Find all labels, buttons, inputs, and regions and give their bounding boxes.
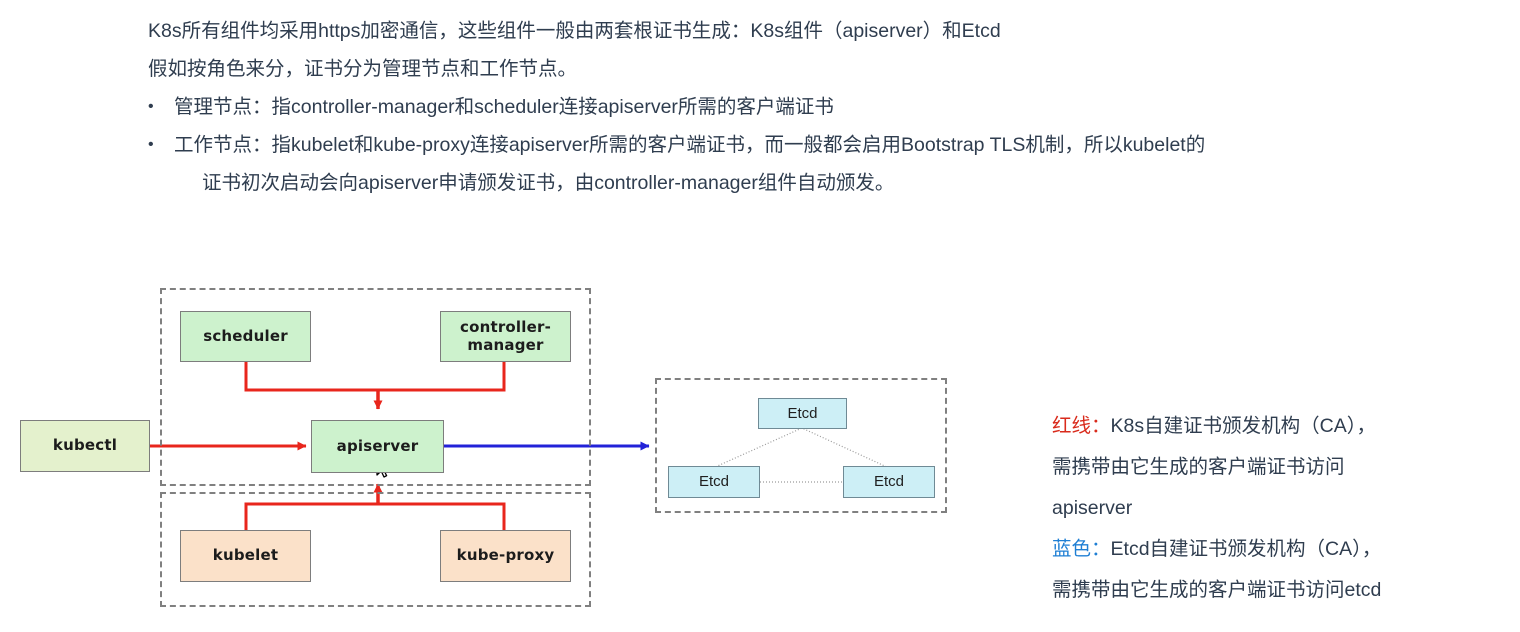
legend-red-label: 红线：	[1052, 415, 1111, 437]
node-controller-manager[interactable]: controller- manager	[440, 311, 571, 362]
group-box-etcd-cluster	[655, 378, 947, 513]
group-box-worker-node	[160, 492, 591, 607]
node-scheduler[interactable]: scheduler	[180, 311, 311, 362]
bullet-item-worker-node: • 工作节点：指kubelet和kube-proxy连接apiserver所需的…	[148, 126, 1488, 202]
node-controller-manager-label-line1: controller-	[459, 317, 552, 336]
legend-row-blue: 蓝色：Etcd自建证书颁发机构（CA），	[1052, 529, 1502, 570]
paragraph-1: K8s所有组件均采用https加密通信，这些组件一般由两套根证书生成：K8s组件…	[148, 20, 1001, 42]
bullet-marker-icon: •	[148, 98, 154, 115]
node-controller-manager-label-line2: manager	[467, 335, 544, 354]
node-etcd-top[interactable]: Etcd	[758, 398, 847, 429]
legend-block: 红线：K8s自建证书颁发机构（CA）， 需携带由它生成的客户端证书访问 apis…	[1052, 406, 1502, 611]
node-kube-proxy[interactable]: kube-proxy	[440, 530, 571, 582]
group-box-control-plane	[160, 288, 591, 486]
bullet-text-worker-node-line1: 工作节点：指kubelet和kube-proxy连接apiserver所需的客户…	[174, 134, 1206, 156]
document-text-block: K8s所有组件均采用https加密通信，这些组件一般由两套根证书生成：K8s组件…	[148, 12, 1488, 202]
bullet-item-management-node: • 管理节点：指controller-manager和scheduler连接ap…	[148, 88, 1488, 126]
bullet-text-management-node: 管理节点：指controller-manager和scheduler连接apis…	[174, 96, 834, 118]
legend-red-text-line1: K8s自建证书颁发机构（CA），	[1110, 415, 1376, 437]
node-etcd-left[interactable]: Etcd	[668, 466, 760, 498]
node-apiserver[interactable]: apiserver	[311, 420, 444, 473]
bullet-text-worker-node-line2: 证书初次启动会向apiserver申请颁发证书，由controller-mana…	[202, 172, 895, 194]
legend-blue-text-line2: 需携带由它生成的客户端证书访问etcd	[1052, 579, 1382, 601]
legend-blue-text-line1: Etcd自建证书颁发机构（CA），	[1110, 538, 1382, 560]
legend-red-text-line3: apiserver	[1052, 497, 1133, 519]
node-kubelet[interactable]: kubelet	[180, 530, 311, 582]
bullet-text-worker-node: 工作节点：指kubelet和kube-proxy连接apiserver所需的客户…	[174, 126, 1488, 202]
node-kubectl[interactable]: kubectl	[20, 420, 150, 472]
legend-red-text-line2: 需携带由它生成的客户端证书访问	[1052, 456, 1345, 478]
node-etcd-right[interactable]: Etcd	[843, 466, 935, 498]
legend-blue-label: 蓝色：	[1052, 538, 1111, 560]
bullet-marker-icon: •	[148, 136, 154, 153]
paragraph-2: 假如按角色来分，证书分为管理节点和工作节点。	[148, 58, 578, 80]
legend-row-red: 红线：K8s自建证书颁发机构（CA），	[1052, 406, 1502, 447]
